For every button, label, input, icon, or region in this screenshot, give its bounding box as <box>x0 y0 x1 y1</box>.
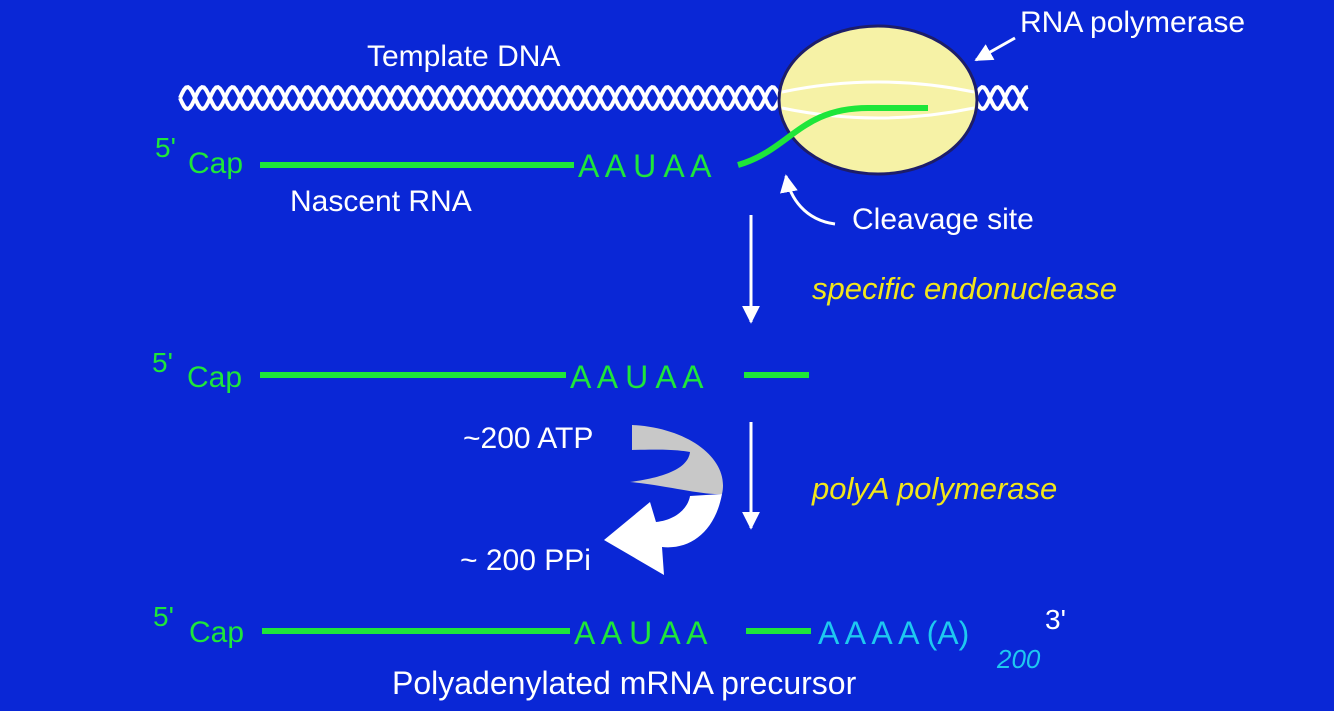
specific-endonuclease-label: specific endonuclease <box>812 271 1117 306</box>
five-prime-label-bottom: 5' <box>153 601 174 632</box>
rna-polymerase-label: RNA polymerase <box>1020 6 1245 39</box>
aauaa-signal-bottom: A A U A A <box>574 615 708 651</box>
polya-polymerase-label: polyA polymerase <box>811 471 1057 506</box>
three-prime-label: 3' <box>1045 604 1066 635</box>
template-dna-label: Template DNA <box>367 40 560 73</box>
cleavage-site-pointer <box>780 174 836 226</box>
cap-label-top: Cap <box>188 147 243 180</box>
atp-to-ppi-curved-arrow <box>604 425 724 575</box>
cleavage-site-label: Cleavage site <box>852 203 1034 236</box>
five-prime-label-top: 5' <box>155 132 176 163</box>
polya-tail-subscript: 200 <box>996 644 1041 674</box>
atp-label: ~200 ATP <box>463 422 593 455</box>
polya-tail: A A A A (A) <box>818 615 969 651</box>
rna-polymerase-pointer <box>974 36 1016 62</box>
rna-polymerase <box>777 24 979 176</box>
cap-label-middle: Cap <box>187 361 242 394</box>
cap-label-bottom: Cap <box>189 616 244 649</box>
aauaa-signal-middle: A A U A A <box>570 359 704 395</box>
nascent-rna-emerging <box>737 105 928 168</box>
product-label: Polyadenylated mRNA precursor <box>392 665 857 701</box>
ppi-label: ~ 200 PPi <box>460 544 591 577</box>
aauaa-signal-top: A A U A A <box>578 148 712 184</box>
nascent-rna-label: Nascent RNA <box>290 185 472 218</box>
five-prime-label-middle: 5' <box>152 347 173 378</box>
